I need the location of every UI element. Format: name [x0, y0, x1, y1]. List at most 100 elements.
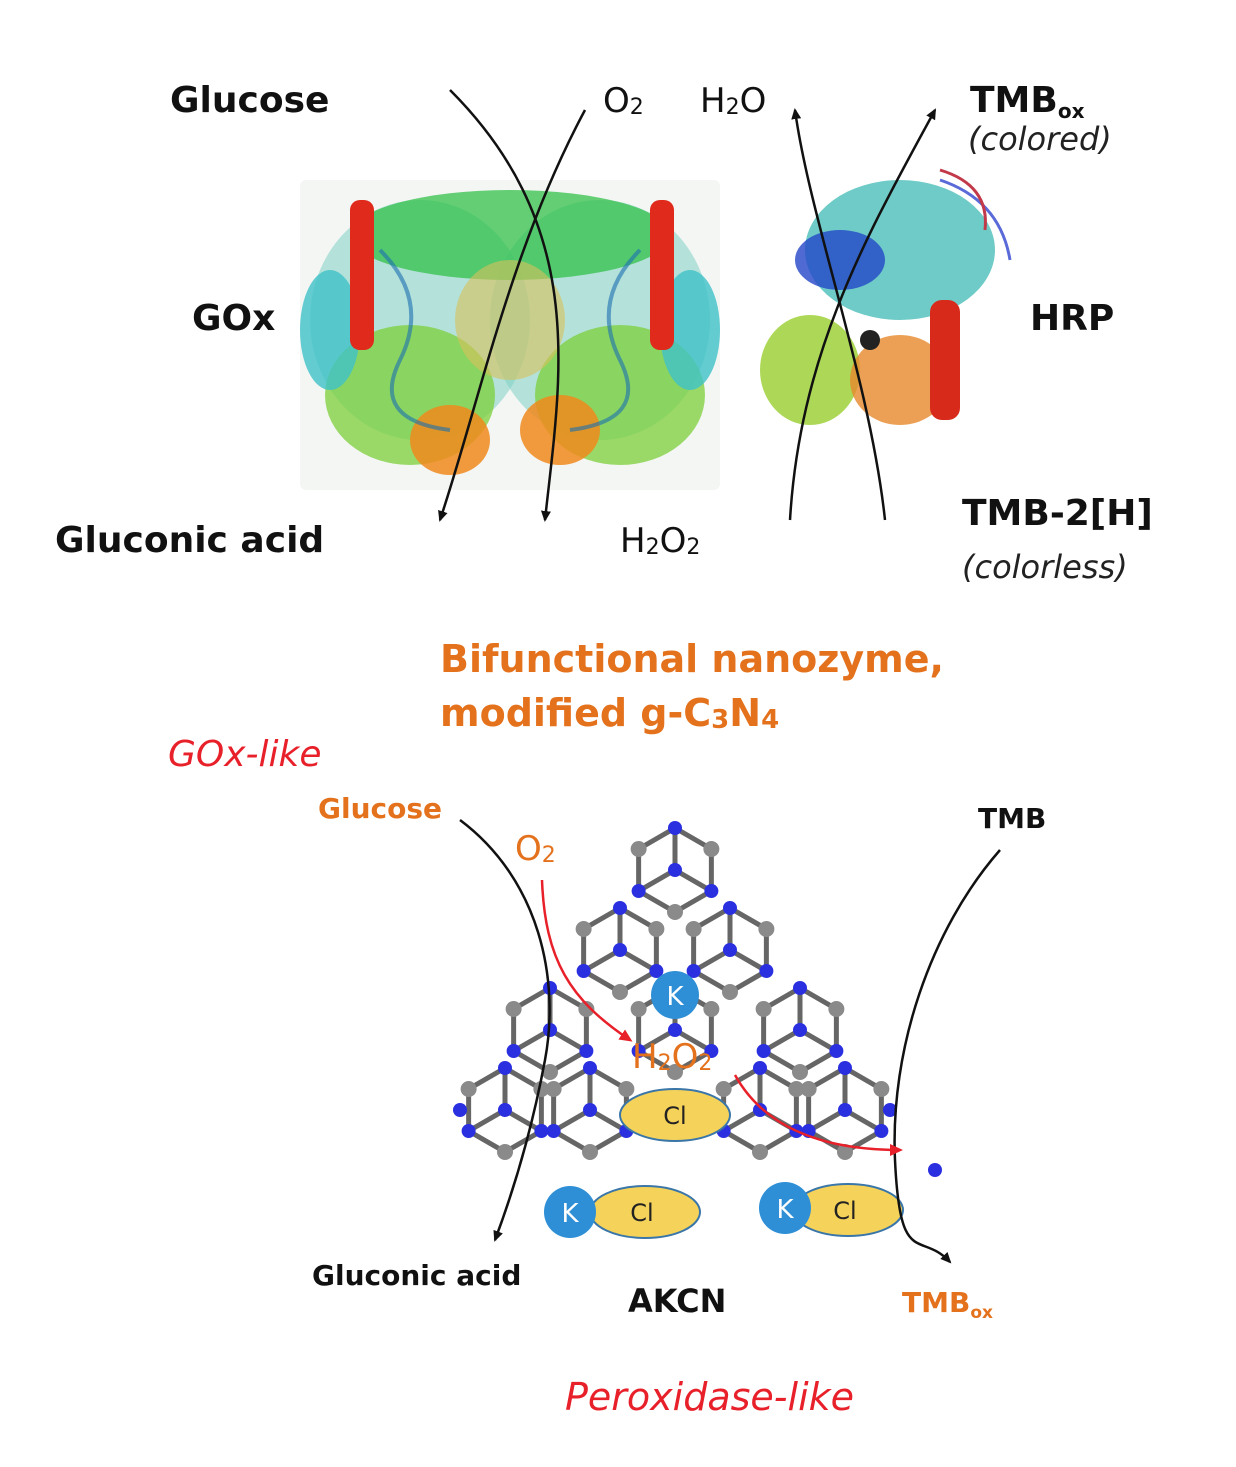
g-c3n4-lattice: [453, 821, 942, 1177]
lattice-bond: [582, 947, 622, 974]
svg-text:Cl: Cl: [663, 1102, 686, 1130]
lattice-bond: [722, 1107, 762, 1134]
nitrogen-atom: [883, 1103, 897, 1117]
svg-text:K: K: [666, 982, 684, 1012]
carbon-atom: [788, 1081, 805, 1097]
carbon-atom: [497, 1144, 513, 1160]
lattice-bond: [618, 947, 658, 974]
carbon-atom: [758, 921, 775, 937]
top-gluconic-acid-label: Gluconic acid: [55, 520, 324, 561]
bottom-tmbox-label: TMBox: [902, 1286, 993, 1323]
colorless-note: (colorless): [962, 548, 1128, 586]
bottom-o2-label: O2: [515, 829, 556, 869]
carbon-atom: [715, 1081, 732, 1097]
lattice-bond: [807, 1107, 847, 1134]
tmb-to-tmbox-arrow: [788, 108, 937, 521]
nitrogen-atom: [649, 964, 664, 978]
h2o2-to-h2o-arrow: [791, 108, 887, 521]
gox-like-label: GOx-like: [168, 734, 322, 775]
carbon-atom: [648, 921, 665, 937]
nitrogen-atom: [723, 901, 737, 915]
nitrogen-atom: [668, 863, 682, 877]
nitrogen-atom: [704, 884, 719, 898]
nitrogen-atom: [534, 1124, 549, 1138]
bottom-tmb-label: TMB: [978, 802, 1046, 835]
lattice-bond: [762, 1027, 802, 1054]
carbon-atom: [582, 1144, 598, 1160]
carbon-atom: [828, 1001, 845, 1017]
lattice-bond: [673, 867, 713, 894]
top-tmbox-label: TMBox: [970, 80, 1085, 123]
carbon-atom: [575, 921, 592, 937]
nitrogen-atom: [753, 1061, 767, 1075]
carbon-atom: [837, 1144, 853, 1160]
top-h2o-label: H2O: [700, 81, 766, 121]
lattice-bond: [843, 1107, 883, 1134]
carbon-atom: [685, 921, 702, 937]
nitrogen-atom: [874, 1124, 889, 1138]
bottom-gluconic-acid-label: Gluconic acid: [312, 1259, 521, 1292]
carbon-atom: [667, 1064, 683, 1080]
lattice-bond: [637, 867, 677, 894]
lattice-bond: [588, 1107, 628, 1134]
lattice-bond: [798, 1027, 838, 1054]
carbon-atom: [667, 904, 683, 920]
nitrogen-atom: [506, 1044, 521, 1058]
o2-to-h2o2-red-arrow: [540, 879, 633, 1042]
nitrogen-atom: [613, 943, 627, 957]
colored-note: (colored): [968, 120, 1112, 158]
akcn-label: AKCN: [628, 1282, 726, 1320]
carbon-atom: [703, 1001, 720, 1017]
nitrogen-atom: [686, 964, 701, 978]
bottom-glucose-label: Glucose: [318, 792, 442, 825]
hrp-enzyme-label: HRP: [1030, 298, 1114, 339]
potassium-ion-top: K: [651, 971, 699, 1019]
glucose-to-gluconic-arrow-bottom: [459, 819, 551, 1242]
nitrogen-atom: [546, 1124, 561, 1138]
carbon-atom: [460, 1081, 477, 1097]
carbon-atom: [612, 984, 628, 1000]
peroxidase-like-label: Peroxidase-like: [565, 1375, 854, 1419]
nitrogen-atom: [704, 1044, 719, 1058]
lattice-bond: [692, 947, 732, 974]
svg-text:K: K: [776, 1195, 794, 1225]
nitrogen-atom: [579, 1044, 594, 1058]
carbon-atom: [618, 1081, 635, 1097]
nitrogen-atom: [753, 1103, 767, 1117]
carbon-atom: [873, 1081, 890, 1097]
nitrogen-atom: [498, 1061, 512, 1075]
nitrogen-atom: [838, 1061, 852, 1075]
nitrogen-atom: [583, 1103, 597, 1117]
nitrogen-atom: [829, 1044, 844, 1058]
tmb-to-tmbox-arrow-bottom: [893, 849, 1001, 1264]
carbon-atom: [792, 1064, 808, 1080]
nitrogen-atom: [668, 821, 682, 835]
carbon-atom: [630, 1001, 647, 1017]
nitrogen-atom: [583, 1061, 597, 1075]
nitrogen-atom: [613, 901, 627, 915]
nitrogen-atom: [631, 1044, 646, 1058]
nitrogen-atom: [461, 1124, 476, 1138]
lattice-bond: [673, 1027, 713, 1054]
lattice-bond: [548, 1027, 588, 1054]
carbon-atom: [578, 1001, 595, 1017]
lattice-bond: [637, 1027, 677, 1054]
carbon-atom: [545, 1081, 562, 1097]
svg-text:Cl: Cl: [630, 1199, 653, 1227]
nanozyme-title-line1: Bifunctional nanozyme,: [440, 637, 944, 681]
chloride-ion-center: Cl: [619, 1088, 731, 1142]
nitrogen-atom: [453, 1103, 467, 1117]
nitrogen-atom: [928, 1163, 942, 1177]
carbon-atom: [542, 1064, 558, 1080]
nitrogen-atom: [793, 981, 807, 995]
nitrogen-atom: [759, 964, 774, 978]
o2-to-h2o2-arrow: [438, 109, 587, 522]
hrp-protein-structure: [760, 168, 1012, 425]
nitrogen-atom: [498, 1103, 512, 1117]
nitrogen-atom: [756, 1044, 771, 1058]
carbon-atom: [703, 841, 720, 857]
nitrogen-atom: [793, 1023, 807, 1037]
carbon-atom: [722, 984, 738, 1000]
